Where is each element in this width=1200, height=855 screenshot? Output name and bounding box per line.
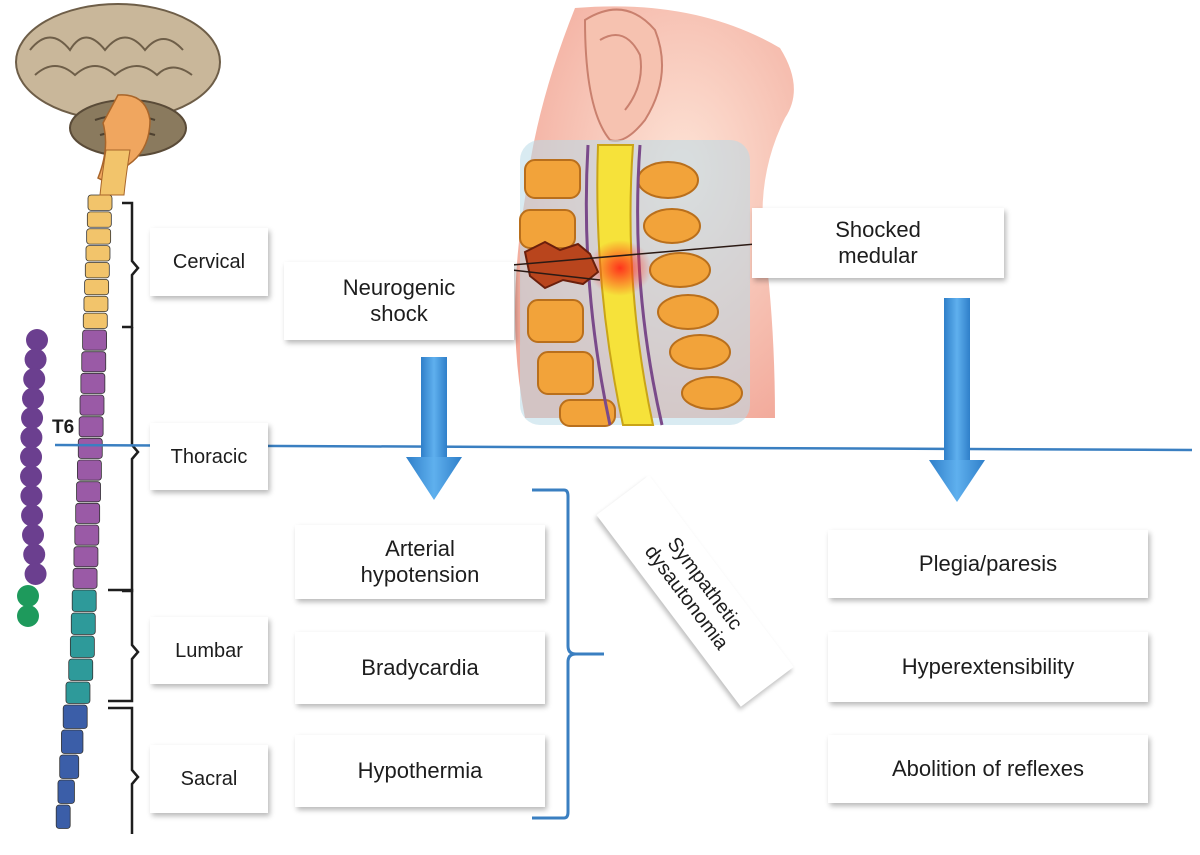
thoracic-vertebra-bead bbox=[26, 329, 48, 351]
spinal-cord-column bbox=[55, 149, 131, 829]
lumbar-vertebra-bead bbox=[17, 605, 39, 627]
region-lumbar-label: Lumbar bbox=[175, 639, 243, 662]
effect-hyperextensibility-label: Hyperextensibility bbox=[901, 653, 1075, 679]
region-brackets bbox=[108, 201, 140, 834]
region-thoracic: Thoracic bbox=[150, 423, 268, 490]
thoracic-vertebra-bead bbox=[22, 524, 45, 546]
thoracic-vertebra-bead bbox=[21, 504, 44, 527]
thoracic-vertebra-bead bbox=[20, 465, 43, 488]
spinal-segment bbox=[75, 502, 101, 524]
arrow-medular-down bbox=[929, 298, 985, 502]
region-sacral: Sacral bbox=[150, 745, 268, 813]
shocked-medular-line1: Shocked bbox=[835, 216, 921, 242]
neurogenic-shock-line1: Neurogenic bbox=[342, 274, 456, 300]
effect-hypothermia: Hypothermia bbox=[295, 735, 545, 807]
spinal-segment bbox=[86, 228, 112, 245]
effect-arterial-hypotension-line1: Arterial bbox=[385, 535, 455, 561]
spinal-segment bbox=[55, 804, 71, 829]
spinal-segment bbox=[84, 262, 110, 279]
spinal-segment bbox=[80, 372, 106, 394]
neck-spine-illustration bbox=[511, 6, 803, 427]
thoracic-vertebra-bead bbox=[20, 426, 43, 449]
spinal-segment bbox=[57, 779, 75, 804]
spinal-segment bbox=[61, 729, 84, 754]
neurogenic-shock-line2: shock bbox=[370, 301, 428, 326]
spinal-segment bbox=[69, 635, 95, 658]
spinal-segment bbox=[77, 459, 102, 481]
effect-plegia-paresis: Plegia/paresis bbox=[828, 530, 1148, 598]
spinal-segment bbox=[62, 704, 88, 729]
neurogenic-shock-box: Neurogenic shock bbox=[284, 262, 514, 340]
effect-bradycardia: Bradycardia bbox=[295, 632, 545, 704]
spinal-segment bbox=[59, 754, 80, 779]
spinal-segment bbox=[78, 416, 104, 438]
spinal-segment bbox=[84, 278, 110, 296]
effect-abolition-of-reflexes: Abolition of reflexes bbox=[828, 735, 1148, 803]
thoracic-vertebra-bead bbox=[23, 543, 46, 566]
thoracic-vertebra-bead bbox=[24, 563, 47, 585]
spinal-segment bbox=[68, 658, 94, 681]
effect-hyperextensibility: Hyperextensibility bbox=[828, 632, 1148, 702]
arrow-neurogenic-down bbox=[406, 357, 462, 500]
effect-bradycardia-label: Bradycardia bbox=[361, 654, 479, 680]
dysautonomia-brace bbox=[532, 488, 604, 820]
shocked-medular-box: Shocked medular bbox=[752, 208, 1004, 278]
spinal-segment bbox=[85, 245, 111, 262]
thoracic-vertebra-bead bbox=[20, 446, 43, 468]
spinal-segment bbox=[77, 437, 103, 459]
vertebra-beads bbox=[17, 329, 48, 627]
thoracic-vertebra-bead bbox=[20, 485, 43, 507]
spinal-segment bbox=[82, 329, 107, 351]
spinal-segment bbox=[81, 351, 107, 373]
brainstem bbox=[99, 149, 131, 196]
t6-label: T6 bbox=[52, 417, 75, 438]
effect-abolition-of-reflexes-label: Abolition of reflexes bbox=[892, 755, 1084, 781]
thoracic-vertebra-bead bbox=[22, 387, 45, 410]
spinal-segment bbox=[83, 295, 109, 313]
spinal-segment bbox=[74, 524, 100, 546]
spinal-segment bbox=[87, 194, 113, 211]
effect-arterial-hypotension: Arterial hypotension bbox=[295, 525, 545, 599]
spinal-segment bbox=[79, 394, 105, 416]
thoracic-vertebra-bead bbox=[24, 348, 47, 371]
spinal-segment bbox=[71, 589, 97, 612]
spinal-segment bbox=[82, 312, 108, 329]
thoracic-vertebra-bead bbox=[23, 368, 46, 390]
shocked-medular-line2: medular bbox=[838, 243, 918, 268]
spinal-segment bbox=[76, 481, 101, 503]
spinal-segment bbox=[86, 211, 112, 228]
effect-arterial-hypotension-line2: hypotension bbox=[360, 562, 480, 587]
lumbar-vertebra-bead bbox=[17, 585, 39, 607]
spinal-segment bbox=[73, 546, 99, 568]
spinal-segment bbox=[72, 567, 98, 589]
region-sacral-label: Sacral bbox=[180, 768, 238, 790]
thoracic-vertebra-bead bbox=[21, 407, 44, 429]
spinal-segment bbox=[70, 612, 96, 635]
effect-hypothermia-label: Hypothermia bbox=[357, 757, 483, 783]
region-cervical: Cervical bbox=[150, 228, 268, 296]
spinal-segment bbox=[65, 681, 91, 704]
region-thoracic-label: Thoracic bbox=[170, 445, 248, 468]
effect-plegia-paresis-label: Plegia/paresis bbox=[918, 550, 1058, 576]
region-lumbar: Lumbar bbox=[150, 617, 268, 684]
region-cervical-label: Cervical bbox=[172, 251, 246, 273]
